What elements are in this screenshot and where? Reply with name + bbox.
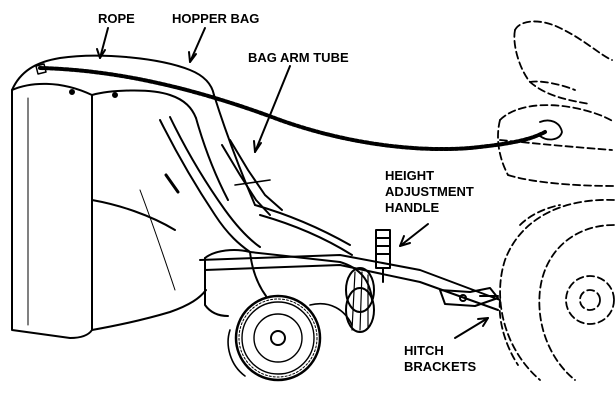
hitch-label-line-1: HITCH	[404, 343, 444, 358]
rope-line	[38, 66, 547, 152]
sweeper-frame	[199, 204, 501, 333]
hitch-brackets-label: HITCH BRACKETS	[404, 343, 476, 375]
height-adjustment-handle-label: HEIGHT ADJUSTMENT HANDLE	[385, 168, 474, 216]
hopper-bag	[11, 54, 256, 339]
leader-arrows	[96, 27, 489, 339]
bag-arm-tube-label-text: BAG ARM TUBE	[248, 50, 349, 65]
height-adjustment-handle	[375, 229, 391, 283]
height-label-line-3: HANDLE	[385, 200, 440, 215]
rope-label: ROPE	[98, 11, 135, 27]
bag-arm-tube	[159, 116, 283, 253]
sweeper-wheel	[227, 294, 353, 382]
rope-label-text: ROPE	[98, 11, 135, 26]
hopper-bag-label: HOPPER BAG	[172, 11, 259, 27]
tractor-outline	[497, 20, 615, 381]
hitch-label-line-2: BRACKETS	[404, 359, 477, 374]
height-label-line-2: ADJUSTMENT	[385, 184, 474, 199]
bag-arm-tube-label: BAG ARM TUBE	[248, 50, 349, 66]
hopper-bag-label-text: HOPPER BAG	[172, 11, 260, 26]
height-label-line-1: HEIGHT	[385, 168, 435, 183]
